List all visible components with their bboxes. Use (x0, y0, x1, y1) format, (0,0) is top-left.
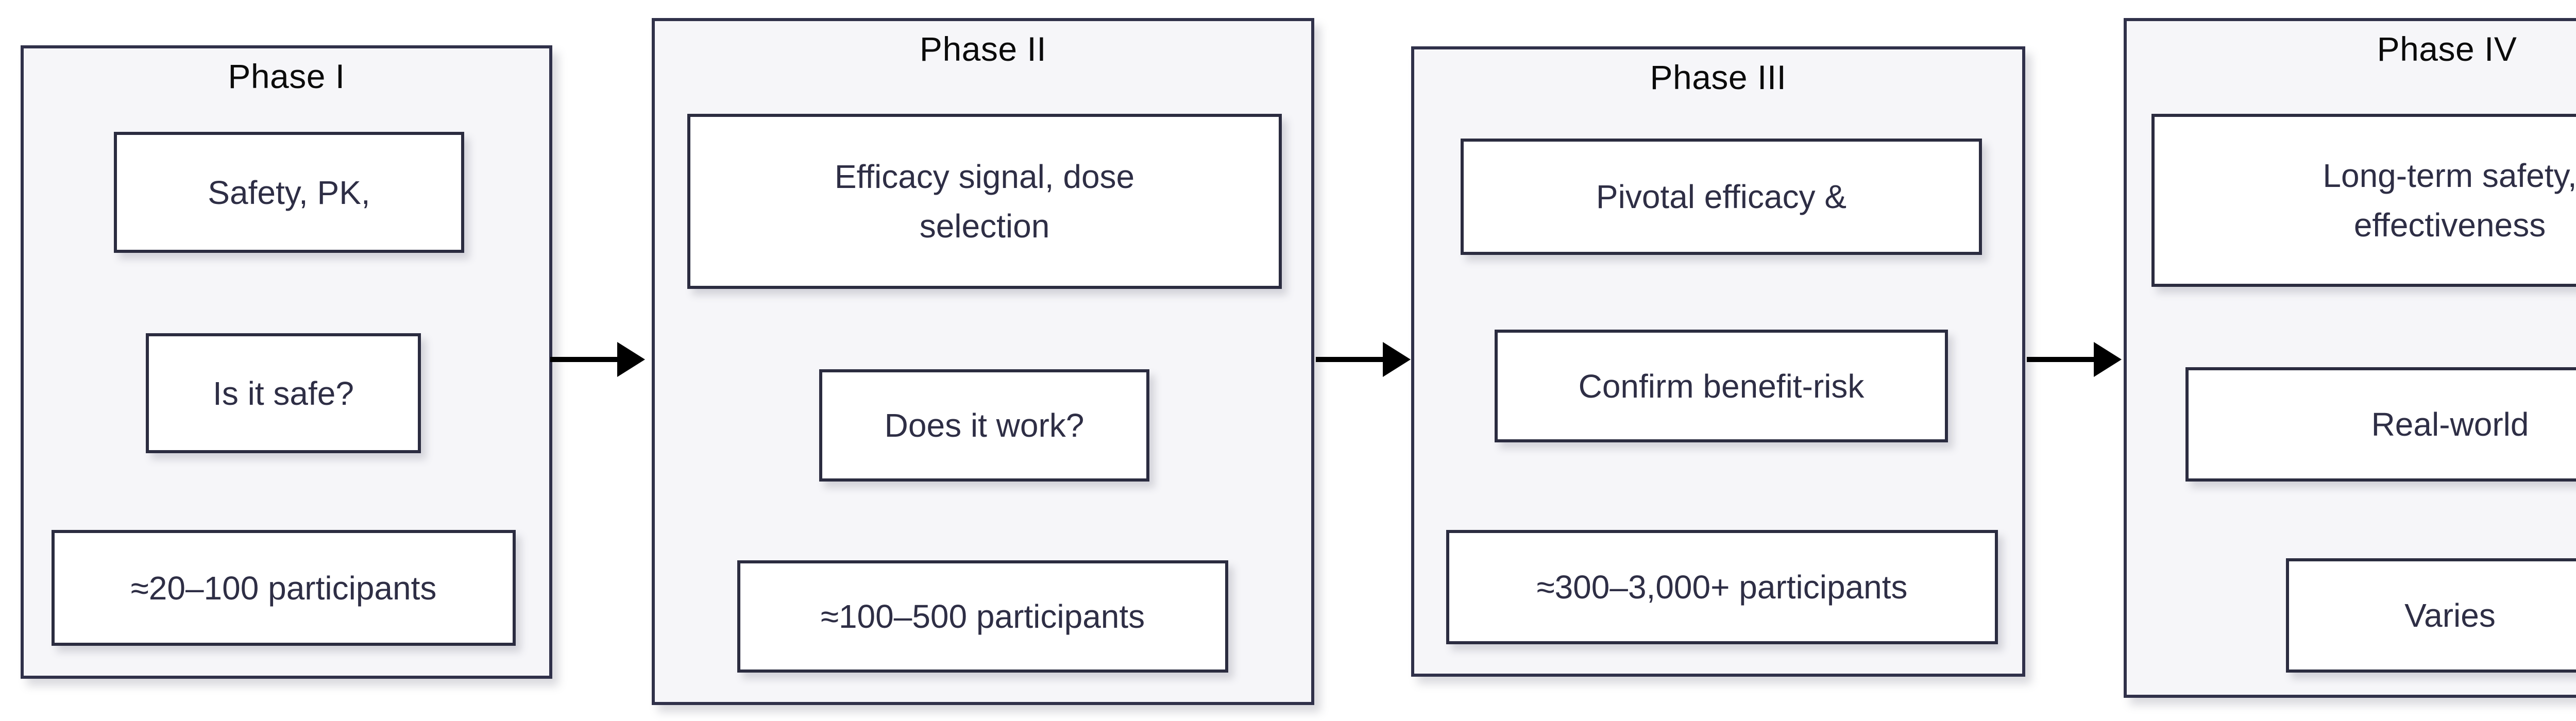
phase-1-node-question: Is it safe? (146, 333, 421, 453)
phase-4-card: Phase IV Long-term safety, effectiveness… (2124, 18, 2576, 698)
phase-3-card: Phase III Pivotal efficacy & Confirm ben… (1411, 46, 2025, 677)
phase-2-card: Phase II Efficacy signal, dose selection… (652, 18, 1314, 705)
arrow-shaft (550, 357, 618, 362)
phase-4-node-participants: Varies (2286, 558, 2576, 673)
arrow-shaft (2027, 357, 2095, 362)
phase-3-node-participants: ≈300–3,000+ participants (1446, 530, 1998, 644)
phase-1-title: Phase I (228, 57, 345, 95)
phase-4-node-focus: Long-term safety, effectiveness (2151, 114, 2576, 287)
phase-3-title: Phase III (1650, 58, 1787, 96)
phase-2-title: Phase II (919, 30, 1047, 68)
arrow-head-icon (2094, 342, 2122, 377)
phase-1-node-participants: ≈20–100 participants (52, 530, 516, 646)
arrow-head-icon (1383, 342, 1411, 377)
arrow-head-icon (617, 342, 645, 377)
arrow-shaft (1316, 357, 1384, 362)
phase-3-node-focus: Pivotal efficacy & (1461, 139, 1982, 255)
phase-4-title: Phase IV (2377, 30, 2517, 68)
phase-2-node-participants: ≈100–500 participants (737, 560, 1228, 673)
phase-4-node-question: Real-world (2185, 367, 2576, 482)
phase-3-node-question: Confirm benefit-risk (1495, 330, 1948, 442)
phase-2-node-focus: Efficacy signal, dose selection (687, 114, 1282, 289)
phase-2-node-question: Does it work? (819, 369, 1149, 482)
phase-1-node-focus: Safety, PK, (114, 132, 464, 253)
phase-1-card: Phase I Safety, PK, Is it safe? ≈20–100 … (21, 45, 552, 679)
